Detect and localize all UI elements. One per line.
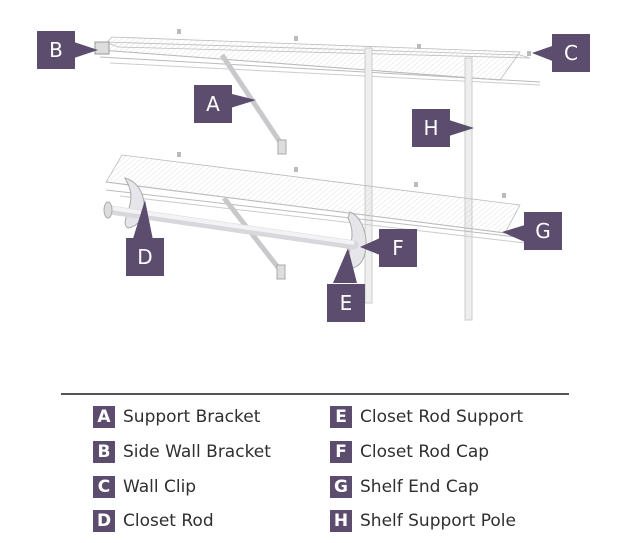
callout-g: G bbox=[524, 212, 562, 250]
legend-key: C bbox=[93, 476, 115, 498]
wall-clip-icons bbox=[177, 29, 531, 56]
top-shelf bbox=[99, 36, 541, 86]
legend-key: F bbox=[330, 441, 352, 463]
legend-label: Closet Rod Support bbox=[360, 407, 524, 427]
lower-shelf bbox=[105, 154, 526, 244]
closet-shelf-diagram bbox=[74, 29, 555, 321]
legend-key: B bbox=[93, 441, 115, 463]
legend-item: A Support Bracket bbox=[93, 405, 260, 429]
support-bracket-lower bbox=[222, 196, 286, 280]
legend-label: Wall Clip bbox=[123, 477, 197, 497]
legend-item: G Shelf End Cap bbox=[330, 475, 479, 499]
legend-label: Shelf End Cap bbox=[360, 477, 479, 497]
legend-label: Closet Rod bbox=[123, 511, 214, 531]
legend-key: A bbox=[93, 406, 115, 428]
legend-item: D Closet Rod bbox=[93, 509, 214, 533]
legend-label: Shelf Support Pole bbox=[360, 511, 516, 531]
callout-c: C bbox=[552, 34, 590, 72]
callout-pointers bbox=[74, 42, 555, 283]
legend-key: D bbox=[93, 510, 115, 532]
legend-key: E bbox=[330, 406, 352, 428]
closet-rod bbox=[103, 201, 359, 250]
legend-item: E Closet Rod Support bbox=[330, 405, 523, 429]
callout-f: F bbox=[379, 229, 417, 267]
side-wall-bracket-part bbox=[94, 41, 110, 55]
support-poles bbox=[364, 47, 473, 321]
callout-h: H bbox=[412, 109, 450, 147]
legend-label: Side Wall Bracket bbox=[123, 442, 271, 462]
legend-key: H bbox=[330, 510, 352, 532]
callout-d: D bbox=[126, 238, 164, 276]
legend-label: Closet Rod Cap bbox=[360, 442, 490, 462]
callout-a: A bbox=[194, 85, 232, 123]
legend-label: Support Bracket bbox=[123, 407, 261, 427]
legend-item: C Wall Clip bbox=[93, 475, 196, 499]
callout-b: B bbox=[37, 31, 75, 69]
legend-item: B Side Wall Bracket bbox=[93, 440, 271, 464]
legend-divider bbox=[61, 393, 569, 395]
legend-item: H Shelf Support Pole bbox=[330, 509, 516, 533]
callout-e: E bbox=[327, 284, 365, 322]
legend-key: G bbox=[330, 476, 352, 498]
legend-item: F Closet Rod Cap bbox=[330, 440, 489, 464]
